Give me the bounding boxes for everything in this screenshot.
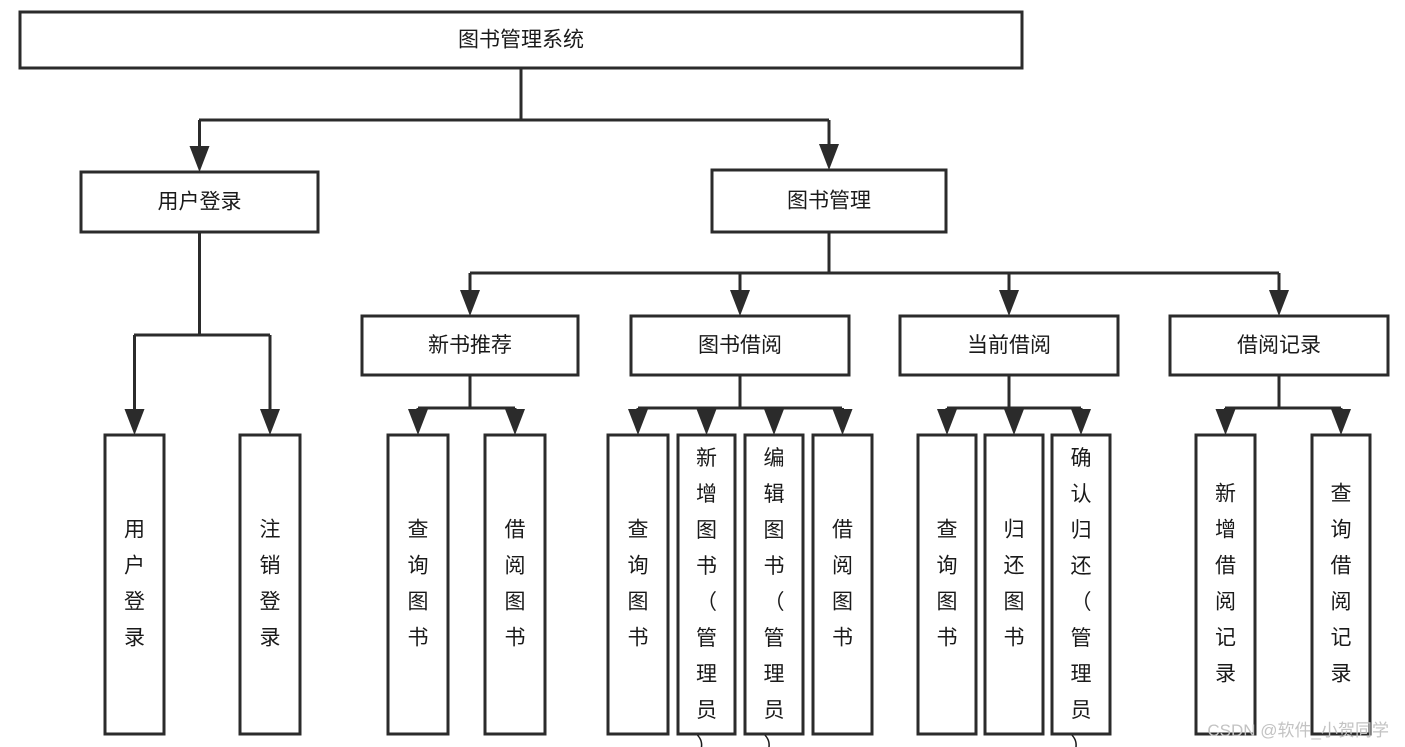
arrow-head-icon (505, 409, 525, 435)
arrow-head-icon (764, 409, 784, 435)
node-box (360, 314, 580, 377)
arrow-head-icon (628, 409, 648, 435)
node-box (18, 10, 1024, 70)
node-label: 归还图书 (1004, 518, 1025, 649)
node-box (898, 314, 1120, 377)
arrow-head-icon (937, 409, 957, 435)
node-l3_e2[interactable]: 查询借阅记录 (1310, 433, 1372, 736)
node-box (1310, 433, 1372, 736)
node-box (676, 433, 737, 736)
node-label: 新书推荐 (428, 334, 512, 357)
node-label: 用户登录 (124, 518, 145, 649)
node-l3_e1[interactable]: 新增借阅记录 (1194, 433, 1257, 736)
csdn-watermark: CSDN @软件_小贺同学 (1207, 721, 1389, 740)
node-box (79, 170, 320, 234)
node-label: 确认归还（管理员） (1071, 447, 1092, 747)
node-l1_user_login[interactable]: 用户登录 (79, 170, 320, 234)
node-box (811, 433, 874, 736)
node-l3_b1[interactable]: 查询图书 (386, 433, 450, 736)
node-label: 图书管理系统 (458, 29, 584, 52)
node-l2_record[interactable]: 借阅记录 (1168, 314, 1390, 377)
node-label: 借阅记录 (1237, 334, 1321, 357)
arrow-head-icon (832, 409, 853, 435)
node-label: 借阅图书 (505, 518, 526, 649)
node-box (1050, 433, 1112, 736)
node-l3_c1[interactable]: 查询图书 (606, 433, 670, 736)
node-label: 查询图书 (408, 518, 429, 649)
node-l3_d3[interactable]: 确认归还（管理员） (1050, 433, 1112, 747)
node-label: 查询借阅记录 (1331, 482, 1352, 685)
arrow-head-icon (1215, 409, 1236, 435)
node-box (483, 433, 547, 736)
arrow-head-icon (730, 290, 750, 316)
node-l3_c3[interactable]: 编辑图书（管理员） (743, 433, 805, 747)
arrow-head-icon (408, 409, 428, 435)
node-box (629, 314, 851, 377)
arrow-head-icon (819, 144, 839, 170)
node-box (916, 433, 978, 736)
node-label: 图书管理 (787, 190, 871, 213)
arrow-head-icon (1004, 409, 1024, 435)
node-l3_c2[interactable]: 新增图书（管理员） (676, 433, 737, 747)
arrow-head-icon (260, 409, 280, 435)
node-label: 查询图书 (937, 518, 958, 649)
node-label: 查询图书 (628, 518, 649, 649)
arrow-head-icon (1071, 409, 1091, 435)
node-box (743, 433, 805, 736)
node-label: 编辑图书（管理员） (764, 447, 785, 747)
node-l3_c4[interactable]: 借阅图书 (811, 433, 874, 736)
node-box (103, 433, 166, 736)
node-box (1194, 433, 1257, 736)
node-l3_d1[interactable]: 查询图书 (916, 433, 978, 736)
edges-layer (124, 68, 1351, 435)
node-label: 图书借阅 (698, 334, 782, 357)
node-label: 新增借阅记录 (1215, 482, 1236, 685)
arrow-head-icon (460, 290, 480, 316)
node-l1_book_manage[interactable]: 图书管理 (710, 168, 948, 234)
node-l3_d2[interactable]: 归还图书 (983, 433, 1045, 736)
node-l3_a2[interactable]: 注销登录 (238, 433, 302, 736)
node-box (386, 433, 450, 736)
node-box (606, 433, 670, 736)
arrow-head-icon (696, 409, 717, 435)
node-label: 注销登录 (260, 518, 281, 649)
node-l2_borrow[interactable]: 图书借阅 (629, 314, 851, 377)
node-l2_new_book[interactable]: 新书推荐 (360, 314, 580, 377)
node-label: 用户登录 (158, 191, 242, 214)
node-box (238, 433, 302, 736)
node-label: 新增图书（管理员） (696, 447, 717, 747)
node-label: 当前借阅 (967, 334, 1051, 357)
node-box (710, 168, 948, 234)
node-box (1168, 314, 1390, 377)
arrow-head-icon (999, 290, 1019, 316)
arrow-head-icon (1331, 409, 1351, 435)
node-box (983, 433, 1045, 736)
arrow-head-icon (189, 146, 210, 172)
arrow-head-icon (124, 409, 145, 435)
nodes-layer: 图书管理系统用户登录图书管理新书推荐图书借阅当前借阅借阅记录用户登录注销登录查询… (18, 10, 1390, 747)
arrow-head-icon (1269, 290, 1289, 316)
node-root[interactable]: 图书管理系统 (18, 10, 1024, 70)
node-l2_current[interactable]: 当前借阅 (898, 314, 1120, 377)
node-l3_b2[interactable]: 借阅图书 (483, 433, 547, 736)
node-label: 借阅图书 (832, 518, 853, 649)
node-l3_a1[interactable]: 用户登录 (103, 433, 166, 736)
